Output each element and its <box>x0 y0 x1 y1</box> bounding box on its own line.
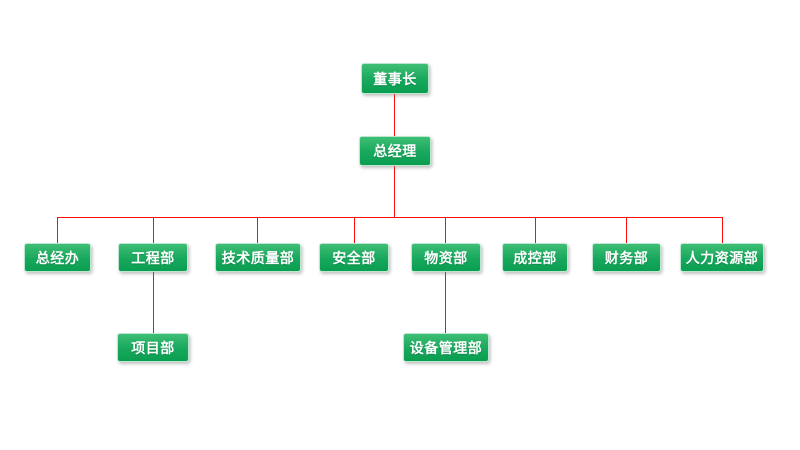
org-node-equipment-mgmt: 设备管理部 <box>403 333 489 362</box>
connector-chairman-to-gm <box>394 94 395 136</box>
org-node-hr: 人力资源部 <box>680 243 764 272</box>
org-node-engineering: 工程部 <box>118 243 188 272</box>
connector-gm-to-bus <box>394 166 395 218</box>
org-node-general-office: 总经办 <box>24 243 91 272</box>
connector-drop-cost-control <box>535 218 536 243</box>
connector-drop-hr <box>722 218 723 243</box>
org-node-finance: 财务部 <box>592 243 661 272</box>
connector-drop-general-office <box>57 218 58 243</box>
connector-drop-finance <box>626 218 627 243</box>
org-node-cost-control: 成控部 <box>502 243 568 272</box>
connector-horizontal-bus <box>57 217 723 218</box>
connector-drop-safety <box>354 218 355 243</box>
org-node-project: 项目部 <box>117 333 189 362</box>
org-node-tech-quality: 技术质量部 <box>215 243 301 272</box>
connector-drop-engineering <box>153 218 154 243</box>
org-node-safety: 安全部 <box>319 243 389 272</box>
connector-engineering-to-project <box>153 272 154 333</box>
org-node-general-manager: 总经理 <box>359 136 431 166</box>
connector-materials-to-equipment <box>445 272 446 333</box>
org-node-materials: 物资部 <box>411 243 481 272</box>
org-node-chairman: 董事长 <box>361 63 429 94</box>
connector-drop-tech-quality <box>257 218 258 243</box>
connector-drop-materials <box>445 218 446 243</box>
